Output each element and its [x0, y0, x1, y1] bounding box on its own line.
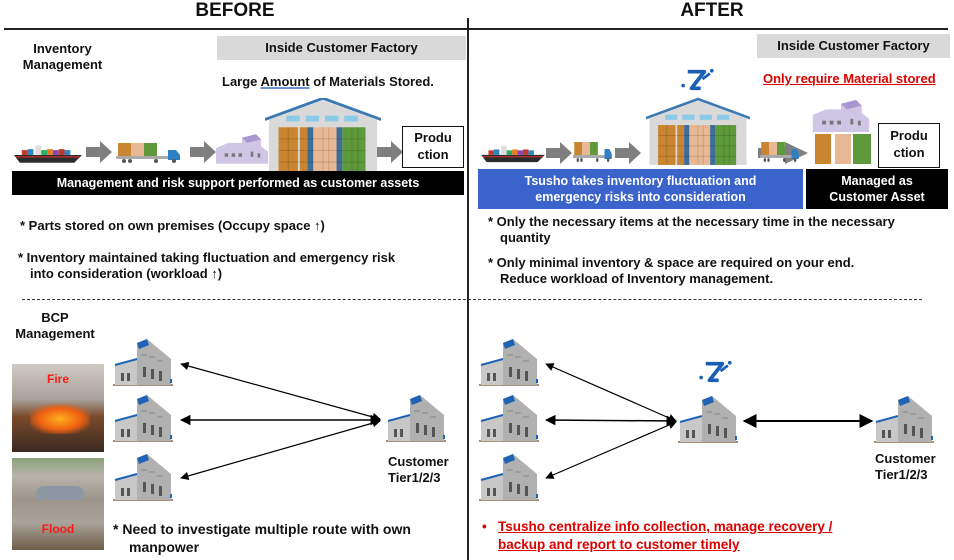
fire-label: Fire: [46, 372, 69, 386]
before-customer-label: Customer Tier1/2/3: [388, 454, 449, 486]
route-arrow: [180, 419, 381, 480]
after-bcp-note-line2: backup and report to customer timely: [498, 537, 740, 552]
black-banner-line2: Customer Asset: [829, 190, 925, 204]
route-arrow: [544, 414, 678, 427]
before-bullet-2-line2: into consideration (workload ↑): [30, 266, 223, 281]
before-production-box: Produ ction: [402, 126, 464, 168]
after-bullet-1-line1: * Only the necessary items at the necess…: [488, 214, 895, 229]
center-divider: [467, 18, 469, 560]
customer-stock-crates: [815, 134, 871, 164]
production-line2: ction: [417, 147, 449, 162]
after-bullet-2-line2: Reduce workload of Inventory management.: [500, 271, 774, 286]
bullet-icon: •: [482, 519, 487, 534]
before-bcp-note-line2: manpower: [129, 539, 200, 555]
after-customer-label: Customer Tier1/2/3: [875, 451, 936, 483]
after-subtitle: Only require Material stored: [763, 71, 936, 86]
route-arrow: [180, 361, 381, 422]
flood-photo: Flood: [12, 458, 104, 550]
before-bullet-1: * Parts stored on own premises (Occupy s…: [20, 218, 325, 233]
tsusho-inventory-banner: Tsusho takes inventory fluctuation and e…: [478, 169, 803, 209]
production-line1: Produ: [890, 128, 928, 143]
before-bullet-2-line1: * Inventory maintained taking fluctuatio…: [18, 250, 396, 265]
inventory-label-line2: Management: [22, 57, 103, 72]
subtitle-post: of Materials Stored.: [309, 74, 434, 89]
flood-label: Flood: [41, 522, 75, 536]
customer-label-line1: Customer: [388, 454, 449, 469]
customer-label-line1: Customer: [875, 451, 936, 466]
after-bcp-note-line1: Tsusho centralize info collection, manag…: [498, 519, 833, 534]
customer-label-line2: Tier1/2/3: [875, 467, 928, 482]
blue-banner-line1: Tsusho takes inventory fluctuation and: [524, 174, 757, 188]
after-bullet-1-line2: quantity: [500, 230, 551, 245]
route-arrow: [545, 421, 677, 479]
section-divider: [22, 299, 922, 300]
route-arrow: [545, 363, 677, 422]
bcp-management-label: BCP Management: [10, 310, 100, 342]
bcp-label-line1: BCP: [41, 310, 69, 325]
subtitle-emphasis: Amount: [260, 74, 310, 89]
after-production-box: Produ ction: [878, 123, 940, 168]
after-header: AFTER: [680, 0, 744, 21]
after-bullet-1: * Only the necessary items at the necess…: [488, 214, 895, 246]
header-divider: [4, 28, 948, 30]
before-bcp-note: * Need to investigate multiple route wit…: [113, 520, 411, 556]
production-line2: ction: [893, 145, 925, 160]
blue-banner-line2: emergency risks into consideration: [535, 190, 746, 204]
before-factory-box: Inside Customer Factory: [217, 36, 466, 60]
fire-photo: Fire: [12, 364, 104, 452]
after-bullet-2-line1: * Only minimal inventory & space are req…: [488, 255, 855, 270]
inventory-management-label: Inventory Management: [10, 41, 115, 73]
before-management-banner: Management and risk support performed as…: [12, 171, 464, 195]
after-factory-box: Inside Customer Factory: [757, 34, 950, 58]
before-subtitle: Large Amount of Materials Stored.: [222, 74, 434, 89]
production-line1: Produ: [414, 130, 452, 145]
before-bcp-note-line1: * Need to investigate multiple route wit…: [113, 521, 411, 537]
customer-asset-banner: Managed as Customer Asset: [806, 169, 948, 209]
after-bcp-note: • Tsusho centralize info collection, mana…: [482, 518, 832, 554]
inventory-label-line1: Inventory: [33, 41, 92, 56]
subtitle-pre: Large: [222, 74, 261, 89]
bcp-label-line2: Management: [15, 326, 95, 341]
black-banner-line1: Managed as: [841, 174, 913, 188]
before-bullet-2: * Inventory maintained taking fluctuatio…: [18, 250, 395, 282]
before-header: BEFORE: [195, 0, 275, 21]
customer-label-line2: Tier1/2/3: [388, 470, 441, 485]
after-bullet-2: * Only minimal inventory & space are req…: [488, 255, 854, 287]
